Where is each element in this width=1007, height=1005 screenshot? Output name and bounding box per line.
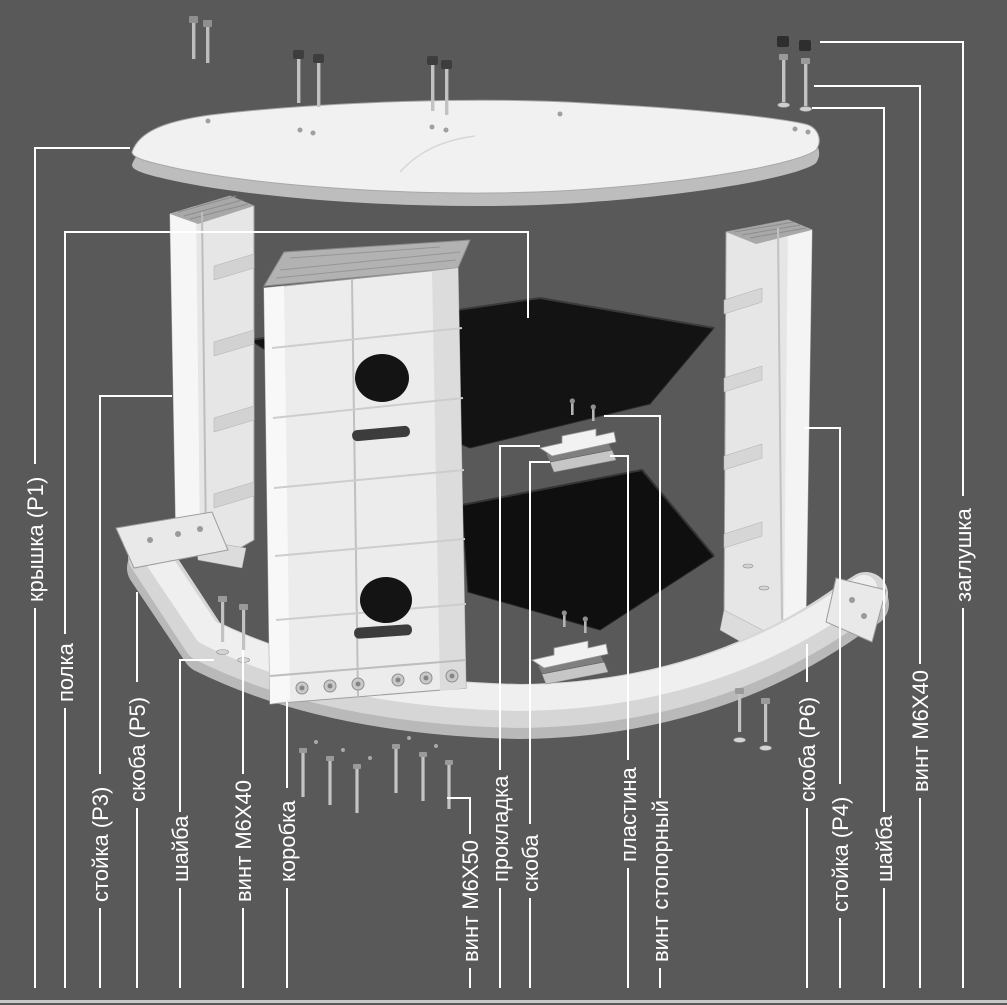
label-box: коробка xyxy=(275,800,300,882)
callout-lines xyxy=(34,41,964,988)
callout-gasket xyxy=(499,445,540,988)
cable-hole-upper xyxy=(355,354,409,402)
label-screw-m6x40-left: винт М6Х40 xyxy=(231,780,256,902)
callout-bracket-center xyxy=(529,461,550,988)
plug-cap xyxy=(799,40,811,51)
callout-shelf xyxy=(64,231,529,988)
callout-washer-right xyxy=(812,107,885,988)
label-bracket-p5: скоба (Р5) xyxy=(125,697,150,802)
washer xyxy=(759,745,772,751)
label-washer-left: шайба xyxy=(168,815,193,882)
washer xyxy=(758,585,770,591)
part-labels: крышка (Р1) полка стойка (Р3) скоба (Р5)… xyxy=(23,477,976,962)
label-screw-m6x40-right: винт М6Х40 xyxy=(908,670,933,792)
bracket-part xyxy=(531,640,609,669)
label-lock-screw: винт стопорный xyxy=(648,800,673,962)
label-shelf: полка xyxy=(53,642,78,702)
shelf-slot-upper xyxy=(352,425,410,442)
bracket-assembly-upper xyxy=(539,398,617,473)
page-bottom-rule xyxy=(0,1000,1007,1003)
callout-screw-m6x40-right xyxy=(814,85,921,988)
center-column xyxy=(263,239,471,705)
plug-cap xyxy=(777,36,789,47)
label-washer-right: шайба xyxy=(872,815,897,882)
screws-bottom-center xyxy=(299,736,453,813)
callout-post-p4 xyxy=(804,427,841,988)
shelf-lower xyxy=(461,468,715,631)
label-gasket: прокладка xyxy=(488,775,513,882)
screws-right-base xyxy=(733,563,772,751)
washer xyxy=(777,102,791,108)
label-post-p3: стойка (Р3) xyxy=(88,787,113,902)
screws-top-mid-right xyxy=(427,56,452,115)
washer xyxy=(799,106,813,112)
label-plug: заглушка xyxy=(951,508,976,602)
callout-post-p3 xyxy=(99,395,172,988)
cable-hole-lower xyxy=(360,577,412,623)
label-post-p4: стойка (Р4) xyxy=(828,797,853,912)
label-screw-m6x50: винт М6Х50 xyxy=(458,840,483,962)
label-bracket-p6: скоба (Р6) xyxy=(795,697,820,802)
bracket-assembly-lower xyxy=(531,610,609,685)
right-post xyxy=(719,219,813,655)
washer xyxy=(742,563,754,569)
label-cover-p1: крышка (Р1) xyxy=(23,477,48,602)
top-panel xyxy=(131,99,820,207)
panel-screw-holes xyxy=(205,111,811,136)
washer xyxy=(216,649,229,655)
washer xyxy=(733,737,746,743)
callout-washer-left xyxy=(179,659,214,988)
screws-top-left xyxy=(189,16,212,63)
callout-lock-screw xyxy=(604,415,661,988)
callout-plate xyxy=(610,455,629,988)
shelf-slot-lower xyxy=(354,624,413,639)
screws-top-mid-left xyxy=(293,50,324,107)
column-base-screws xyxy=(295,669,459,695)
callout-screw-m6x50 xyxy=(447,797,471,988)
callout-cover-p1 xyxy=(34,147,130,988)
callout-plug xyxy=(820,41,964,988)
label-plate: пластина xyxy=(616,767,641,863)
bracket-part xyxy=(539,428,617,457)
plugs-and-screws-top-right xyxy=(777,36,813,112)
label-bracket-center: скоба xyxy=(518,834,543,892)
